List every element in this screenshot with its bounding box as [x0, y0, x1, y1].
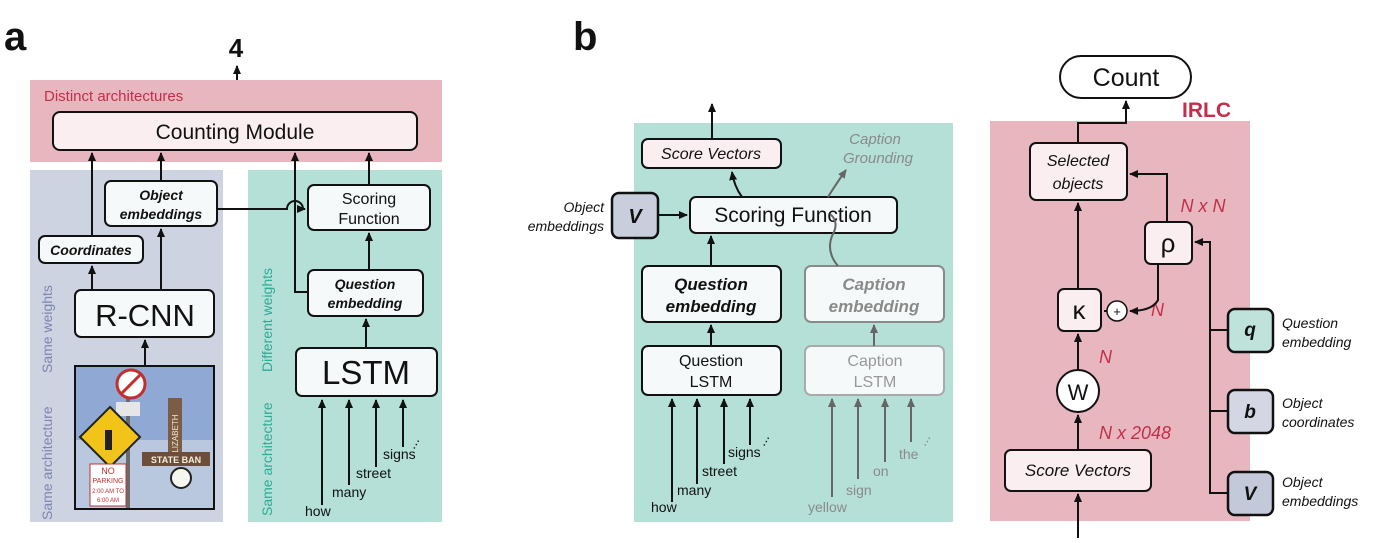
scoring-label-2: Function	[338, 211, 399, 228]
question-embedding-b-label-2: embedding	[666, 297, 757, 316]
photo-vertical-sign-text: ELIZABETH	[171, 414, 180, 458]
selected-objects-label-2: objects	[1053, 176, 1104, 193]
caption-lstm-label-2: LSTM	[854, 374, 897, 391]
question-embedding-label-2-a: embedding	[328, 295, 403, 311]
coordinates-label: Coordinates	[50, 242, 132, 258]
photo-time-1-text: 2:00 AM TO	[92, 489, 124, 495]
panel-b: b Score Vectors Caption Grounding Object…	[528, 15, 953, 522]
score-vectors-box-b	[641, 138, 782, 169]
object-embeddings-label-2: embeddings	[120, 206, 203, 222]
panel-b-arrows	[658, 171, 754, 502]
panel-b-label: b	[573, 15, 597, 59]
photo-banner-text: STATE BAN	[151, 455, 201, 465]
output-count: 4	[229, 33, 244, 63]
object-embeddings-label-1: Object	[139, 187, 184, 203]
street-sign-photo: ELIZABETH STATE BAN NO PARKING 2:00 AM T…	[74, 365, 215, 510]
panel-a-label: a	[4, 15, 27, 59]
rcnn-box	[74, 289, 215, 338]
nxn-label: N x N	[1181, 196, 1227, 216]
irlc-panel: IRLC Count Selected objects N x N ρ κ + …	[990, 55, 1358, 538]
question-embedding-b-label-1: Question	[674, 275, 748, 294]
question-lstm-label-2: LSTM	[690, 374, 733, 391]
kappa-symbol: κ	[1073, 295, 1087, 325]
q-label-1: Question	[1282, 315, 1338, 331]
same-architecture-right-label: Same architecture	[259, 402, 275, 516]
count-label: Count	[1093, 64, 1160, 92]
v-label-2: embeddings	[1282, 493, 1358, 509]
photo-time-2-text: 6:00 AM	[97, 498, 119, 504]
lstm-label: LSTM	[322, 354, 410, 391]
v-symbol-b: V	[628, 206, 643, 228]
word-many-b: many	[677, 482, 711, 498]
scoring-function-box-b	[689, 196, 898, 234]
score-vectors-label-b: Score Vectors	[661, 146, 761, 163]
panel-a: a 4 Distinct architectures Same architec…	[4, 15, 442, 522]
caption-embedding-box	[804, 265, 945, 323]
word-street-b: street	[702, 463, 737, 479]
different-weights-label: Different weights	[259, 268, 275, 372]
photo-parking-text: PARKING	[93, 478, 124, 485]
panel-a-arrows	[88, 152, 407, 505]
n-2048-label: N x 2048	[1099, 423, 1171, 443]
scoring-function-label-b: Scoring Function	[714, 204, 872, 227]
caption-embedding-label-1: Caption	[842, 275, 905, 294]
caption-grounding-label-2: Grounding	[843, 150, 914, 167]
word-yellow: yellow	[808, 499, 848, 515]
irlc-title: IRLC	[1182, 99, 1231, 122]
word-sign: sign	[846, 482, 872, 498]
q-symbol: q	[1244, 320, 1256, 341]
distinct-architectures-label: Distinct architectures	[44, 88, 183, 105]
question-lstm-label-1: Question	[679, 353, 743, 370]
object-embeddings-b-label-2: embeddings	[528, 218, 604, 234]
caption-grounding-label-1: Caption	[849, 131, 901, 148]
q-label-2: embedding	[1282, 334, 1351, 350]
word-signs-a: signs	[383, 446, 416, 462]
word-on: on	[873, 463, 889, 479]
counting-module-label: Counting Module	[156, 121, 315, 144]
caption-embedding-label-2: embedding	[829, 297, 920, 316]
word-signs-b: signs	[728, 444, 761, 460]
count-box	[1059, 55, 1192, 99]
v-label-1: Object	[1282, 474, 1324, 490]
rcnn-label: R-CNN	[95, 298, 195, 333]
kappa-node	[1057, 288, 1102, 332]
irlc-arrows	[1074, 100, 1228, 538]
rho-node	[1144, 221, 1193, 265]
panel-b-gray-arrows	[827, 169, 915, 497]
v-symbol-irlc: V	[1244, 484, 1258, 505]
score-vectors-label-irlc: Score Vectors	[1025, 461, 1132, 480]
word-how-a: how	[305, 503, 332, 519]
word-how-b: how	[651, 499, 678, 515]
question-embedding-label-1-a: Question	[335, 276, 396, 292]
counting-module-box	[52, 111, 418, 151]
plus-symbol: +	[1113, 304, 1121, 319]
word-street-a: street	[356, 465, 391, 481]
b-label-2: coordinates	[1282, 414, 1354, 430]
b-symbol: b	[1244, 402, 1256, 423]
photo-no-text: NO	[101, 466, 115, 476]
same-weights-label: Same weights	[39, 285, 55, 373]
caption-lstm-label-1: Caption	[847, 353, 902, 370]
word-the: the	[899, 446, 919, 462]
scoring-label-1: Scoring	[342, 191, 396, 208]
n-label-2: N	[1099, 347, 1113, 367]
w-symbol: W	[1068, 380, 1089, 405]
selected-objects-label-1: Selected	[1047, 153, 1110, 170]
same-architecture-left-label: Same architecture	[39, 406, 55, 520]
word-many-a: many	[332, 484, 366, 500]
rho-symbol: ρ	[1161, 228, 1176, 258]
object-embeddings-b-label-1: Object	[564, 199, 606, 215]
n-label-1: N	[1151, 300, 1165, 320]
b-label-1: Object	[1282, 395, 1324, 411]
